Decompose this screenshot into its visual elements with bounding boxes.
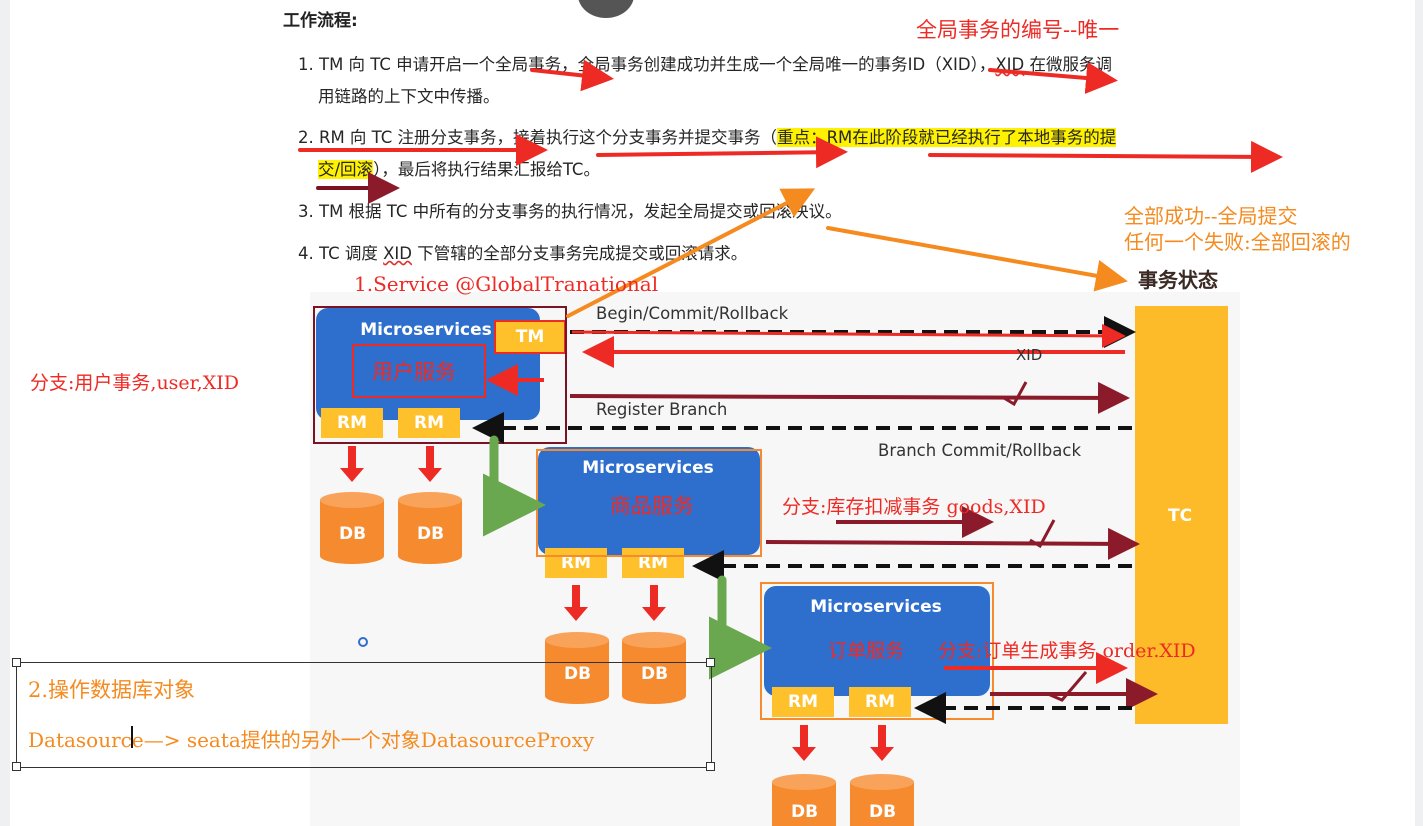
anno-branch-order: 分支:订单生成事务 order.XID (938, 640, 1196, 662)
step-2-highlight-2: 交/回滚 (318, 160, 374, 179)
step-4: 4. TC 调度 XID 下管辖的全部分支事务完成提交或回滚请求。 (298, 241, 747, 267)
db-label-user-2: DB (417, 524, 445, 544)
label-xid: XID (1016, 346, 1043, 364)
label-begin-commit: Begin/Commit/Rollback (596, 304, 789, 323)
arrow-register-user (569, 381, 1130, 414)
check-mark-1 (1003, 381, 1028, 407)
arrow-decision-2 (826, 226, 1128, 292)
resize-handle-bl[interactable] (12, 762, 21, 771)
db-label-order-2: DB (869, 802, 897, 822)
arrow-local-txn (928, 140, 1283, 173)
rm-goods-2: RM (622, 548, 684, 578)
resize-handle-tr[interactable] (706, 658, 715, 667)
tc-arrows (472, 316, 1158, 724)
tm-box: TM (494, 320, 566, 354)
microservice-goods (538, 447, 760, 555)
left-gutter (0, 0, 10, 826)
microservice-order (764, 586, 990, 696)
user-service-label: 用户服务 (372, 360, 456, 384)
goods-service-label: 商品服务 (610, 494, 694, 518)
text-cursor (131, 726, 133, 748)
anno-branch-user: 分支:用户事务,user,XID (30, 372, 239, 394)
db-arrow-u2 (418, 446, 442, 482)
db-arrow-u1 (340, 446, 364, 482)
step-4-pre: 4. TC 调度 (298, 244, 384, 263)
arrow-txn-id (988, 62, 1118, 94)
rm-goods-1: RM (545, 548, 607, 578)
anno-any-fail: 任何一个失败:全部回滚的 (1124, 230, 1351, 254)
label-branch-commit: Branch Commit/Rollback (878, 441, 1082, 460)
step-2-highlight: 重点：RM在此阶段就已经执行了本地事务的提 (777, 128, 1117, 147)
step-3: 3. TM 根据 TC 中所有的分支事务的执行情况，发起全局提交或回滚决议。 (298, 202, 842, 221)
arrow-decision-1 (566, 188, 816, 318)
check-mark-2 (1029, 519, 1056, 549)
db-label-user-1: DB (339, 524, 367, 544)
db-goods-1 (545, 632, 609, 704)
db-user-2 (398, 492, 462, 564)
step-1-line-2: 用链路的上下文中传播。 (318, 87, 500, 106)
step-4-post: 下管辖的全部分支事务完成提交或回滚请求。 (412, 244, 748, 263)
anno-all-success: 全部成功--全局提交 (1124, 204, 1298, 228)
top-avatar-circle (578, 0, 634, 18)
check-mark-3 (1047, 671, 1088, 702)
anno-txn-state: 事务状态 (1138, 268, 1218, 292)
resize-handle-br[interactable] (706, 762, 715, 771)
anno-order-service: 订单服务 (828, 640, 905, 662)
user-service-box (352, 344, 486, 398)
rm-order-2: RM (849, 687, 911, 717)
rm-order-1: RM (772, 687, 834, 717)
microservice-user-title: Microservices (360, 320, 492, 340)
arrow-commit (596, 136, 848, 169)
db-arrow-g2 (642, 585, 666, 621)
arrow-user-to-goods (483, 435, 546, 537)
db-label-order-1: DB (791, 802, 819, 822)
user-service-frame (313, 306, 567, 444)
db-label-goods-2: DB (641, 664, 669, 684)
anno-service: 1.Service @GlobalTranational (354, 272, 659, 296)
db-order-2 (850, 774, 914, 826)
label-register-branch: Register Branch (596, 400, 728, 419)
section-heading: 工作流程: (283, 11, 358, 31)
db-arrows (340, 446, 894, 761)
anno-branch-goods: 分支:库存扣减事务 goods,XID (782, 496, 1046, 518)
microservice-order-title: Microservices (810, 597, 942, 617)
microservice-goods-title: Microservices (582, 458, 714, 478)
note-title[interactable]: 2.操作数据库对象 (28, 678, 196, 702)
tc-label: TC (1168, 506, 1193, 526)
db-arrow-o2 (870, 725, 894, 761)
db-cylinders (320, 492, 914, 826)
arrow-register-goods (765, 527, 1140, 560)
note-desc[interactable]: Datasource—> seata提供的另外一个对象DatasourcePro… (28, 728, 595, 752)
text-arrows (298, 59, 1283, 318)
step-2-line-1: 2. RM 向 TC 注册分支事务，接着执行这个分支事务并提交事务（重点：RM在… (298, 125, 1117, 151)
rm-user-2: RM (398, 408, 460, 438)
tc-column (1135, 306, 1228, 724)
arrow-goods-to-order (709, 575, 772, 680)
db-goods-2 (622, 632, 686, 704)
arrow-begin-red (571, 323, 1126, 348)
step-1-text: 1. TM 向 TC 申请开启一个全局事务，全局事务创建成功并生成一个全局唯一的… (298, 55, 996, 74)
loading-icon (358, 637, 368, 647)
anno-global-id: 全局事务的编号--唯一 (916, 18, 1120, 42)
arrow-global-txn (530, 59, 614, 92)
resize-handle-tl[interactable] (12, 658, 21, 667)
db-label-goods-1: DB (564, 664, 592, 684)
step-4-xid: XID (383, 244, 412, 263)
note-textbox[interactable] (16, 662, 712, 768)
right-gutter (1415, 0, 1423, 826)
rm-user-1: RM (321, 408, 383, 438)
db-arrow-g1 (564, 585, 588, 621)
db-arrow-o1 (792, 725, 816, 761)
call-flow-arrows (483, 435, 772, 680)
db-order-1 (772, 774, 836, 826)
db-user-1 (320, 492, 384, 564)
